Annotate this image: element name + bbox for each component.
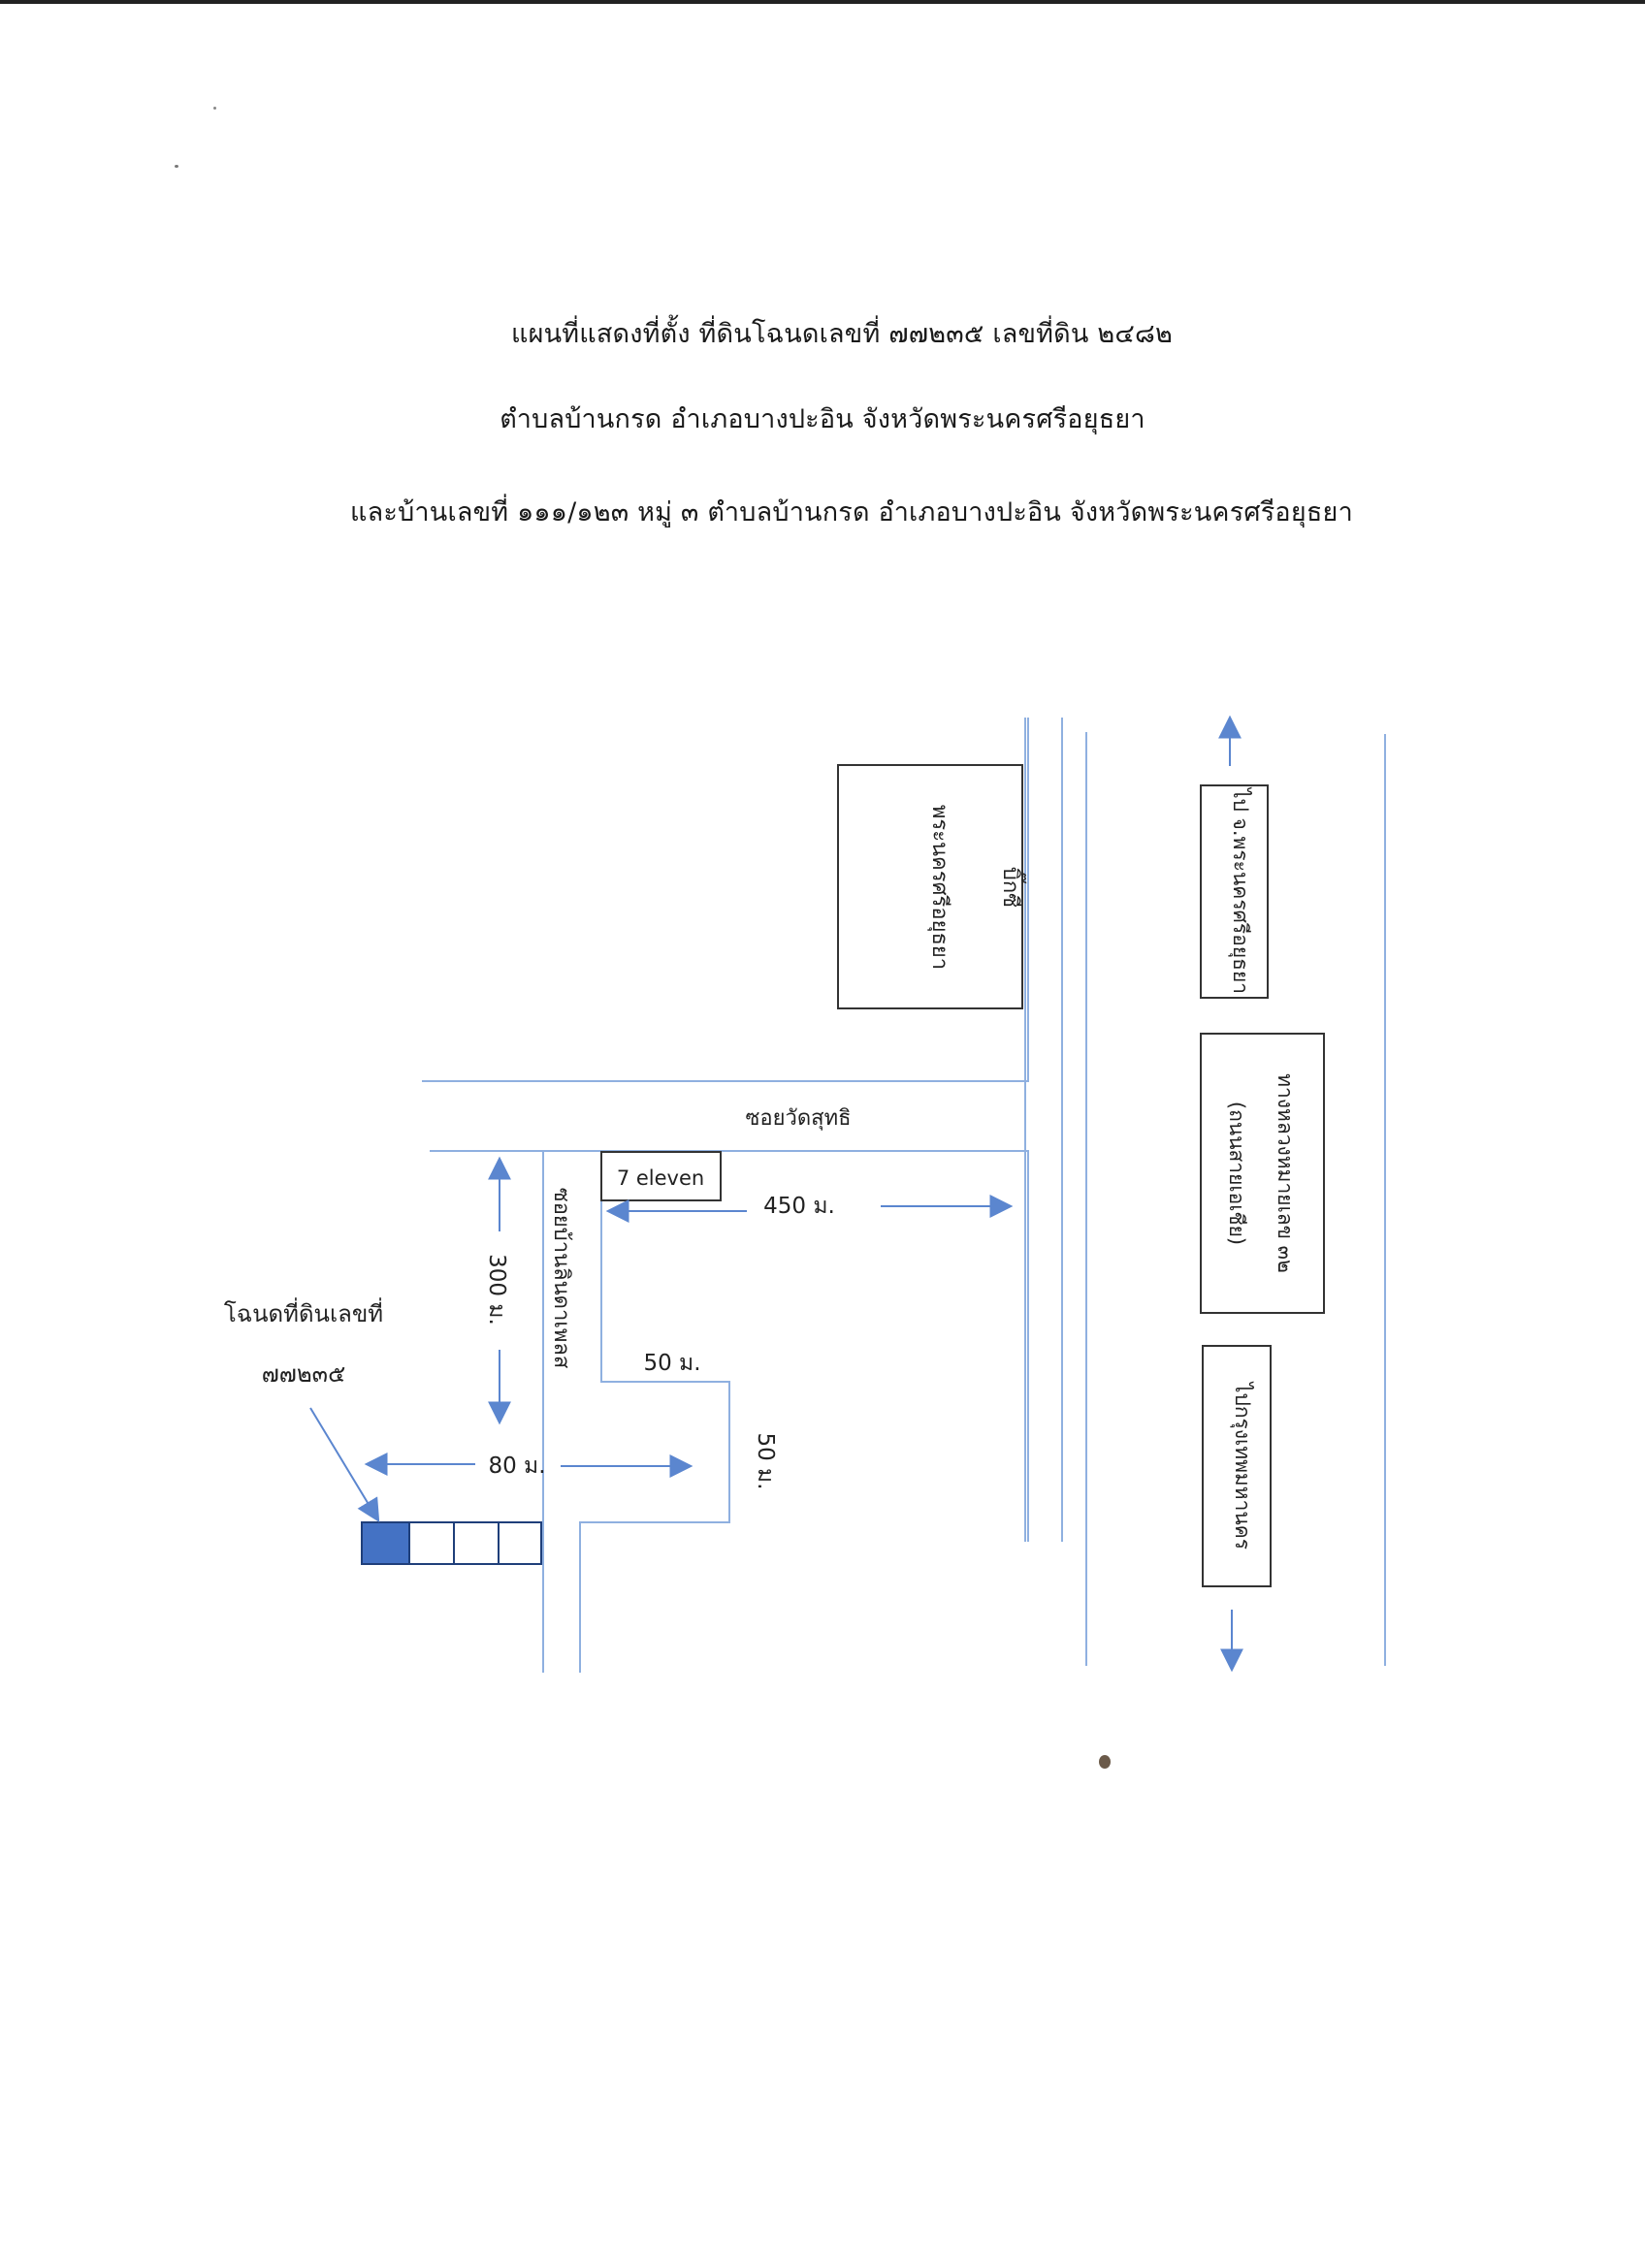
to-ayutthaya-box <box>1200 784 1269 999</box>
soi-ban-linda-label: ซอยบ้านลินดาเพลส <box>549 1188 573 1369</box>
seven-eleven-box <box>600 1151 722 1201</box>
asian-highway-group: (ถนนสายเอเชีย) <box>1225 1102 1248 1245</box>
deed-pointer-arrow <box>309 1407 380 1523</box>
soi-wat-sutthi-label: ซอยวัดสุทธิ <box>745 1106 851 1131</box>
adjacent-plot <box>498 1521 542 1565</box>
scan-speck <box>1099 1755 1111 1769</box>
highway-32-label: ทางหลวงหมายเลข ๓๒ <box>1274 1073 1297 1273</box>
dist-450-label: 450 ม. <box>763 1194 835 1219</box>
bigc-name: บิ๊กซี <box>998 867 1027 908</box>
bigc-label: บิ๊กซี <box>998 867 1027 908</box>
bigc-building <box>837 764 1023 1009</box>
dist-300-label-group: 300 ม. <box>484 1254 509 1326</box>
highway-roads <box>1024 718 1386 1666</box>
bigc-subname: พระนครศรีอยุธยา <box>927 805 952 970</box>
scan-speck <box>175 165 178 168</box>
dist-50-horizontal-label: 50 ม. <box>643 1351 700 1376</box>
highway-32-group: ทางหลวงหมายเลข ๓๒ <box>1274 1073 1297 1273</box>
deed-plot-highlighted <box>361 1521 410 1565</box>
soi-ban-linda-road <box>542 1151 730 1673</box>
scan-edge <box>0 0 1645 4</box>
bigc-sublabel: พระนครศรีอยุธยา <box>927 805 952 970</box>
adjacent-plot <box>408 1521 455 1565</box>
title-line-2: ตำบลบ้านกรด อำเภอบางปะอิน จังหวัดพระนครศ… <box>500 404 1145 434</box>
to-bangkok-group: ไปกรุงเทพมหานคร <box>1230 1381 1254 1549</box>
deed-label: โฉนดที่ดินเลขที่ <box>224 1297 383 1327</box>
adjacent-plot <box>453 1521 500 1565</box>
deed-number: ๗๗๒๓๕ <box>262 1360 345 1388</box>
dist-80-label: 80 ม. <box>488 1453 545 1479</box>
to-bangkok-box <box>1202 1345 1272 1587</box>
soi-ban-linda-text: ซอยบ้านลินดาเพลส <box>549 1188 573 1369</box>
dist-50-vertical-label: 50 ม. <box>753 1432 778 1489</box>
deed-plots <box>361 1521 542 1565</box>
asian-highway-label: (ถนนสายเอเชีย) <box>1225 1102 1248 1245</box>
seven-eleven-label: 7 eleven <box>617 1166 704 1190</box>
highway-32-box <box>1200 1033 1325 1314</box>
dist-300-label: 300 ม. <box>484 1254 509 1326</box>
dist-50-vertical-group: 50 ม. <box>753 1432 778 1489</box>
title-line-3: และบ้านเลขที่ ๑๑๑/๑๒๓ หมู่ ๓ ตำบลบ้านกรด… <box>350 497 1353 527</box>
to-bangkok-label: ไปกรุงเทพมหานคร <box>1230 1381 1254 1549</box>
to-ayutthaya-label: ไป จ.พระนครศรีอยุธยา <box>1228 786 1252 994</box>
title-line-1: แผนที่แสดงที่ตั้ง ที่ดินโฉนดเลขที่ ๗๗๒๓๕… <box>510 319 1173 349</box>
to-ayutthaya-group: ไป จ.พระนครศรีอยุธยา <box>1228 786 1252 994</box>
scan-speck <box>213 107 216 110</box>
